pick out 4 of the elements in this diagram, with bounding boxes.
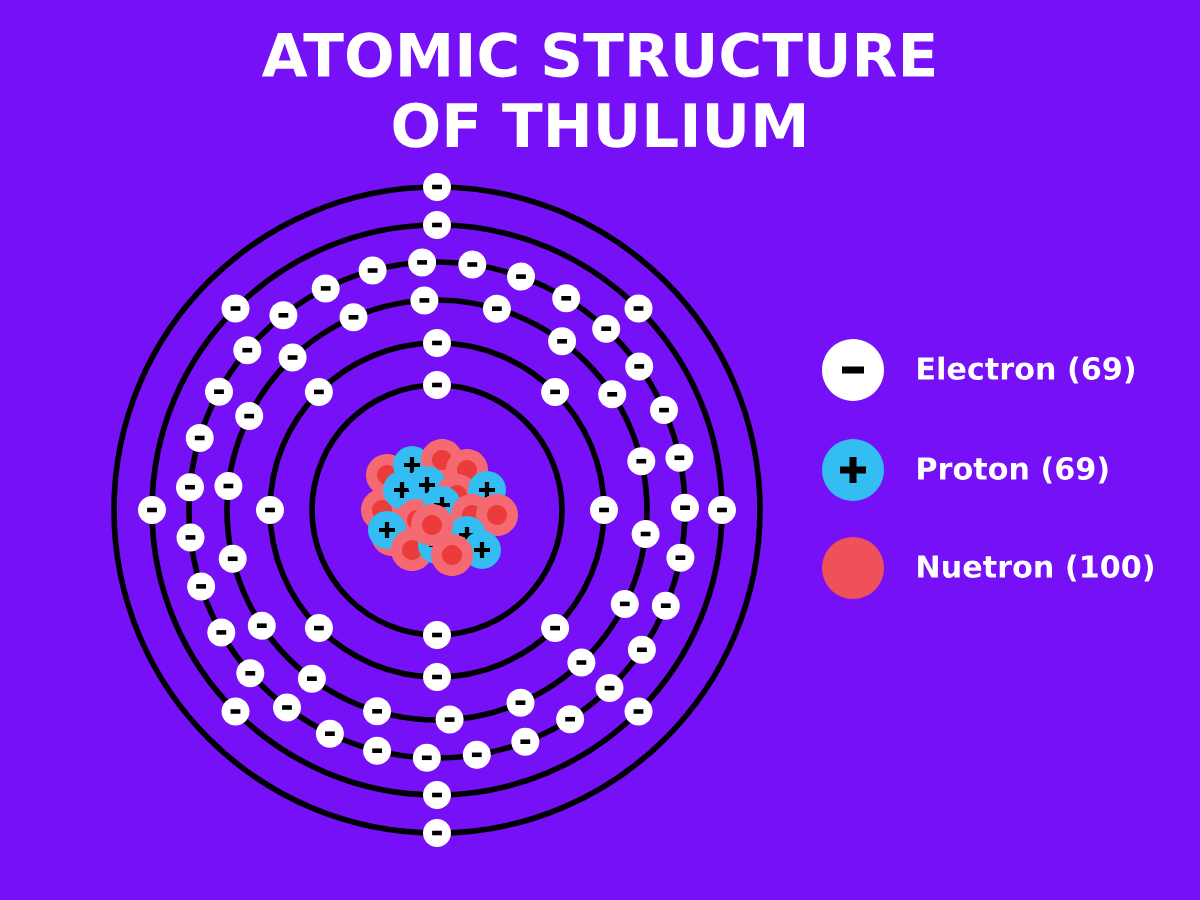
legend-label: Electron (69) xyxy=(918,356,1135,384)
legend-label: Proton (69) xyxy=(918,456,1108,484)
legend-label: Nuetron (100) xyxy=(918,554,1153,582)
title: ATOMIC STRUCTURE OF THULIUM xyxy=(261,32,934,148)
